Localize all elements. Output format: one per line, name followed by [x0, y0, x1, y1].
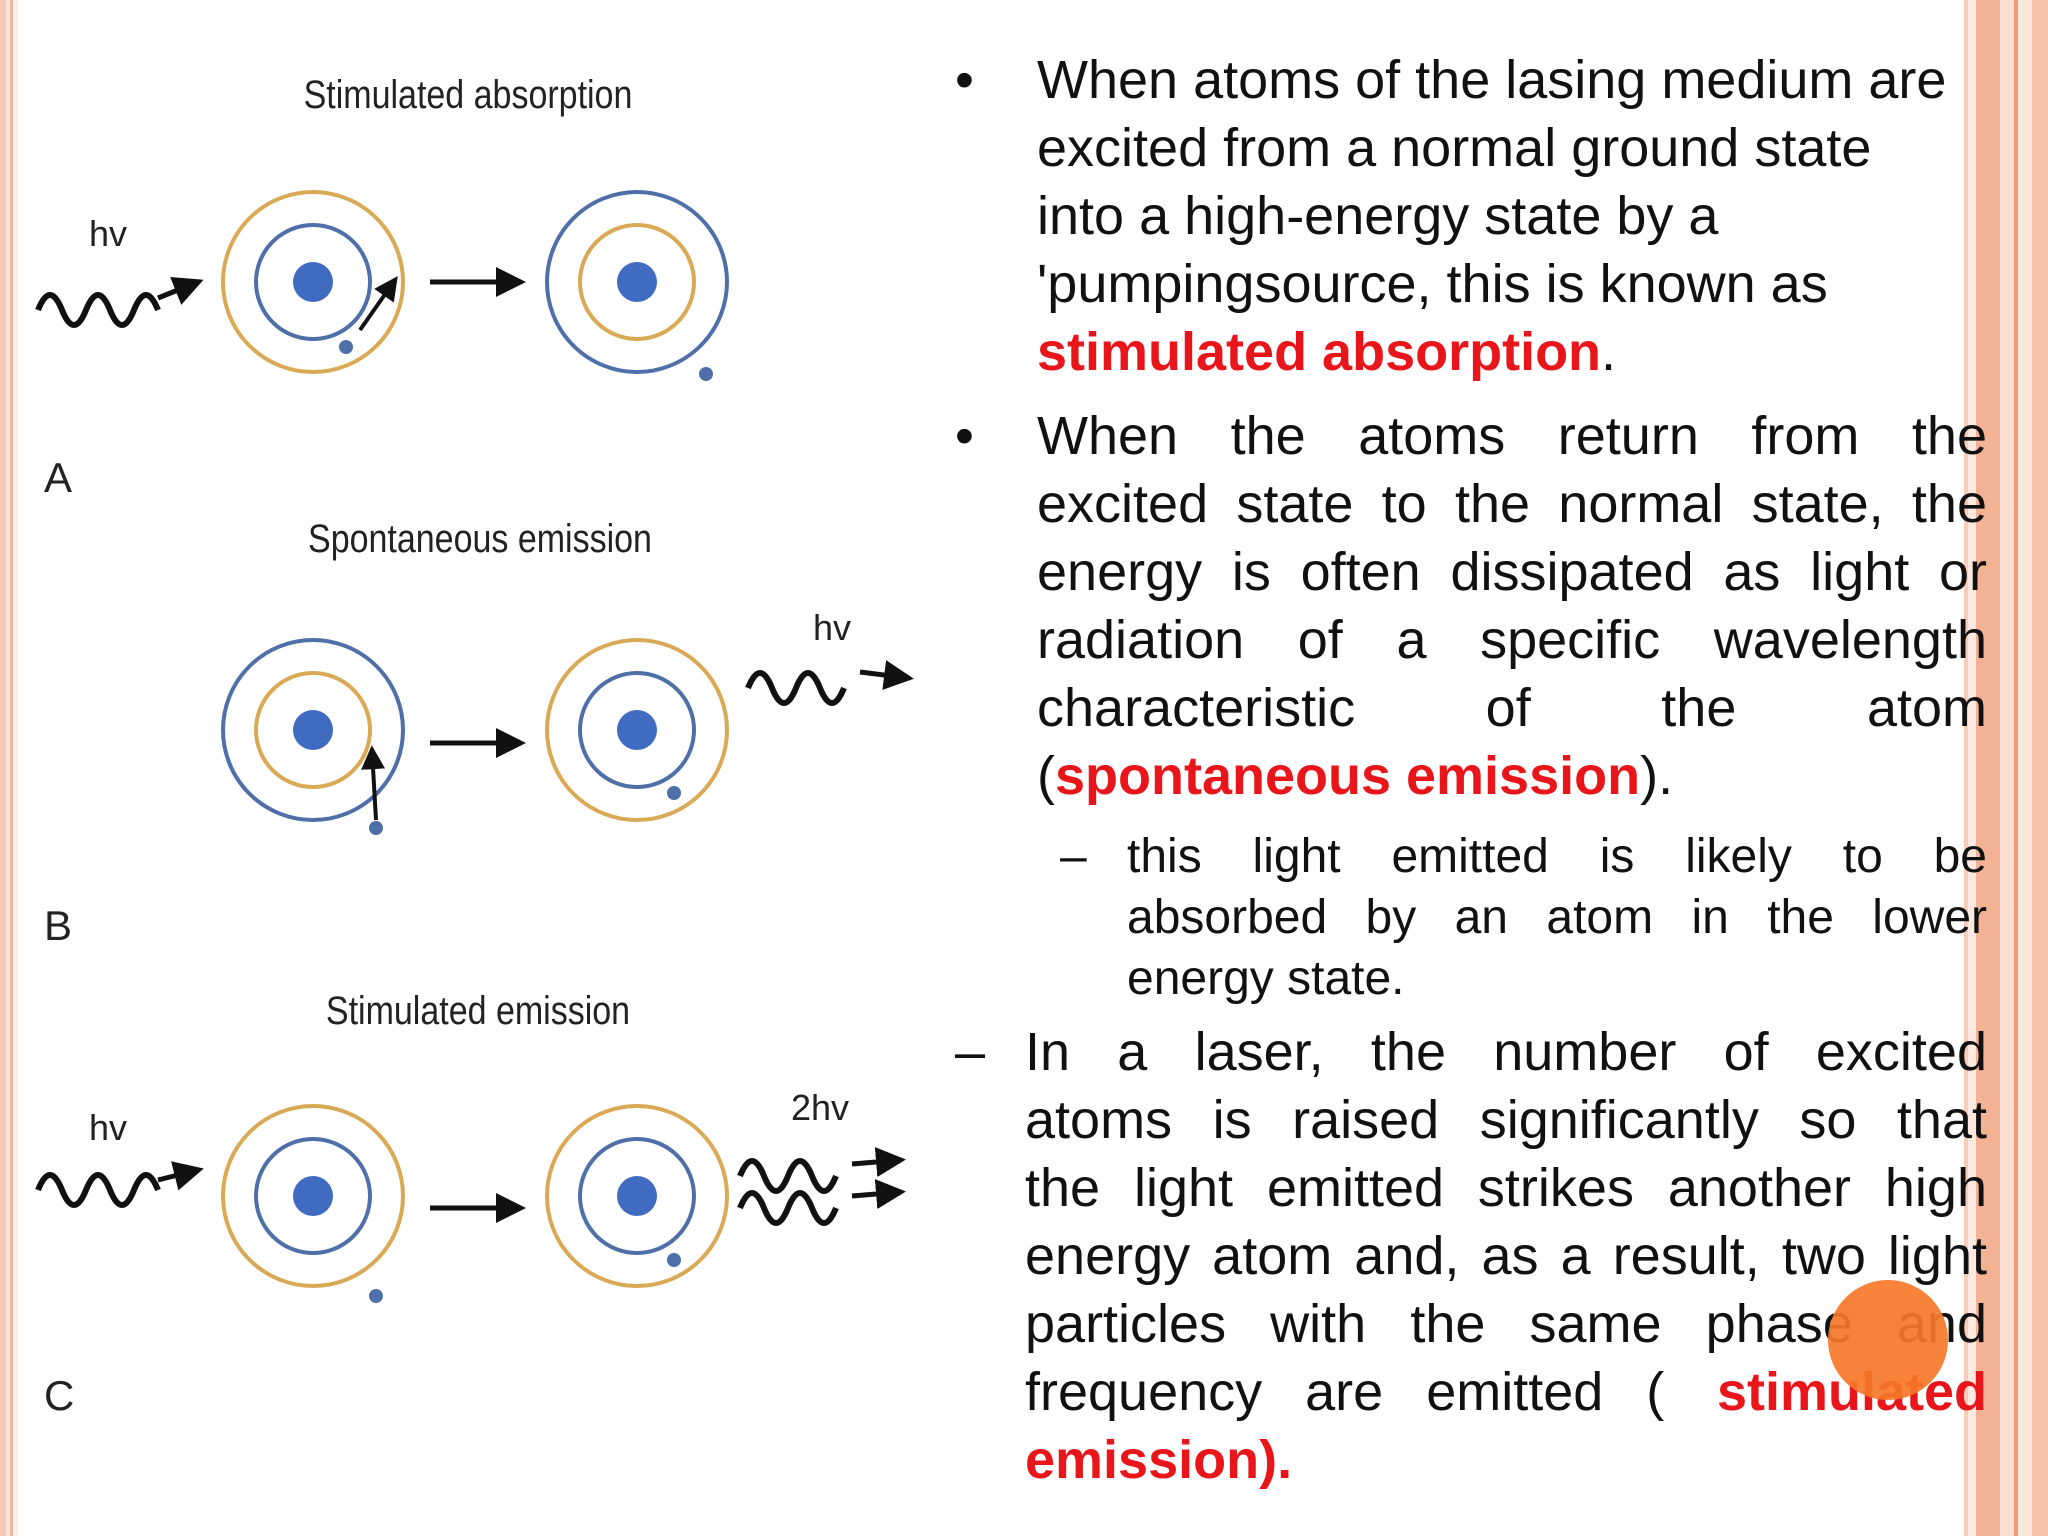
electron	[369, 1289, 383, 1303]
atom-outer-orbit	[545, 1104, 729, 1288]
electron-decay-arrow	[361, 745, 386, 821]
atom-outer-orbit	[221, 1104, 405, 1288]
atom-inner-orbit	[578, 671, 696, 789]
subbullet-marker: –	[1060, 830, 1087, 883]
atom-inner-orbit	[578, 223, 696, 341]
text-line: In a laser, the number of excited	[1025, 1022, 1987, 1082]
atom-nucleus	[293, 262, 333, 302]
panel-a-letter: A	[44, 454, 72, 501]
subbullet-text: this light emitted is likely to be absor…	[1127, 826, 1987, 1009]
text-close: ).	[1640, 746, 1674, 806]
emitted-photon-arrow-1	[851, 1147, 906, 1177]
panel-c-title: Stimulated emission	[326, 987, 630, 1032]
text-open: (	[1037, 746, 1055, 806]
emitted-photon-wave-1	[737, 1158, 839, 1194]
atom-outer-orbit	[545, 638, 729, 822]
atom-nucleus	[617, 1176, 657, 1216]
electron	[667, 1253, 681, 1267]
text-line: When the atoms return from the	[1037, 406, 1987, 466]
orange-pointer-marker	[1828, 1280, 1948, 1400]
atom-nucleus	[293, 1176, 333, 1216]
emitted-photon-wave-2	[737, 1190, 839, 1226]
atom-nucleus	[293, 710, 333, 750]
text-line: emission).	[1025, 1426, 1987, 1494]
text-line: energy is often dissipated as light or	[1037, 542, 1987, 602]
text-line: energy state.	[1127, 952, 1405, 1005]
slide-text: • When atoms of the lasing medium are ex…	[945, 46, 1995, 1516]
panel-b: Spontaneous emission hv B	[44, 515, 914, 949]
text-line: frequency are emitted (stimulated	[1025, 1358, 1987, 1426]
electron-excitation-arrow	[358, 276, 398, 332]
text-line: characteristic of the atom	[1037, 678, 1987, 738]
panel-c: Stimulated emission hv 2hv C	[35, 987, 906, 1419]
bullet-text: When the atoms return from the excited s…	[1037, 402, 1987, 810]
incoming-photon-arrow	[157, 1161, 204, 1191]
atom-inner-orbit	[254, 671, 372, 789]
panel-c-photon-label: 2hv	[791, 1087, 849, 1128]
electron	[339, 340, 353, 354]
electron	[667, 786, 681, 800]
atom-outer-orbit	[545, 190, 729, 374]
panel-b-letter: B	[44, 902, 72, 949]
text-line: particles with the same phase and	[1025, 1294, 1987, 1354]
text-line: the light emitted strikes another high	[1025, 1158, 1987, 1218]
text-line: energy atom and, as a result, two light	[1025, 1226, 1987, 1286]
text-line: radiation of a specific wavelength	[1037, 610, 1987, 670]
highlight-term: stimulated absorption	[1037, 322, 1602, 382]
text-tail: .	[1601, 322, 1617, 382]
bullet-text: When atoms of the lasing medium are exci…	[1037, 46, 1987, 386]
panel-a: Stimulated absorption hv A	[35, 71, 729, 501]
panel-a-title: Stimulated absorption	[304, 71, 633, 116]
atom-outer-orbit	[221, 190, 405, 374]
text-line: When atoms of the lasing medium are	[1037, 50, 1947, 110]
text-line: 'pumpingsource, this is known as	[1037, 254, 1828, 314]
slide-frame-left	[0, 0, 18, 1536]
bullet-marker: •	[955, 406, 974, 466]
bullet-marker: •	[955, 50, 974, 110]
text-line: this light emitted is likely to be	[1127, 830, 1987, 883]
atom-outer-orbit	[221, 638, 405, 822]
emitted-photon-wave	[745, 670, 847, 706]
atom-inner-orbit	[254, 1137, 372, 1255]
panel-b-photon-label: hv	[813, 607, 851, 648]
laser-emission-diagram: Stimulated absorption hv A Spontaneous e…	[35, 71, 914, 1419]
electron	[699, 367, 713, 381]
text-line: excited from a normal ground state	[1037, 118, 1872, 178]
incoming-photon-wave	[35, 1172, 161, 1208]
atom-nucleus	[617, 710, 657, 750]
incoming-photon-arrow	[157, 276, 204, 305]
text-line: stimulated absorption.	[1037, 318, 1987, 386]
highlight-term: emission).	[1025, 1430, 1293, 1490]
emitted-photon-arrow	[859, 660, 914, 690]
text-prefix: frequency are emitted (	[1025, 1362, 1665, 1422]
atom-inner-orbit	[254, 223, 372, 341]
panel-b-title: Spontaneous emission	[308, 515, 652, 560]
highlight-term: spontaneous emission	[1054, 746, 1641, 806]
text-line: (spontaneous emission).	[1037, 742, 1987, 810]
atom-inner-orbit	[578, 1137, 696, 1255]
electron	[369, 821, 383, 835]
panel-a-photon-label: hv	[89, 213, 127, 254]
slide-frame-right	[1964, 0, 2048, 1536]
atom-nucleus	[617, 262, 657, 302]
text-line: absorbed by an atom in the lower	[1127, 891, 1987, 944]
panel-c-photon-label: hv	[89, 1107, 127, 1148]
dash-marker: –	[955, 1022, 986, 1082]
incoming-photon-wave	[35, 292, 161, 328]
text-line: into a high-energy state by a	[1037, 186, 1719, 246]
panel-c-letter: C	[44, 1372, 74, 1419]
text-line: excited state to the normal state, the	[1037, 474, 1987, 534]
emitted-photon-arrow-2	[851, 1179, 906, 1209]
bullet-text: In a laser, the number of excited atoms …	[1025, 1018, 1987, 1494]
text-line: atoms is raised significantly so that	[1025, 1090, 1987, 1150]
